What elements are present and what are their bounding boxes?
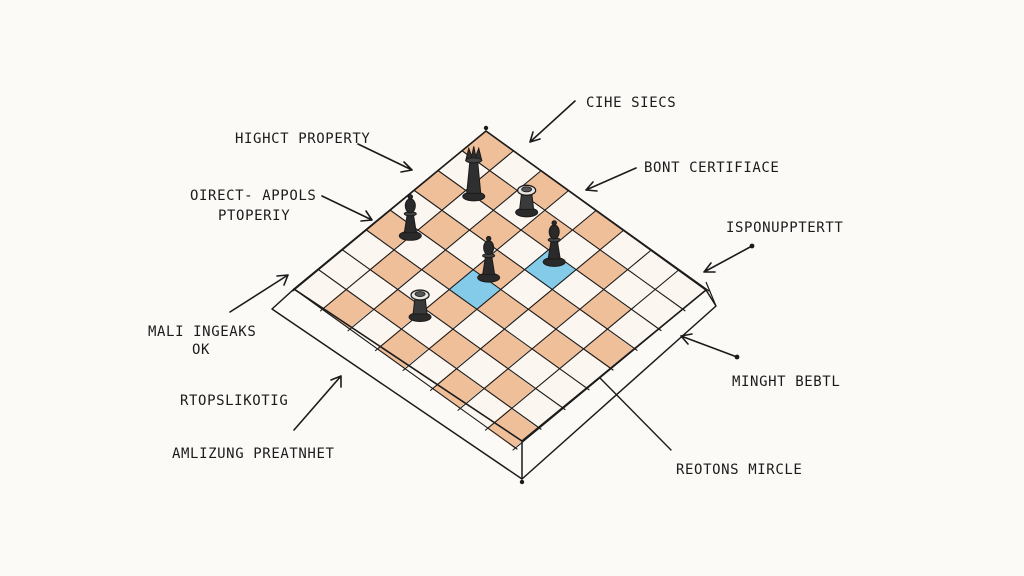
label-top-left: HIGHCT PROPERTY [235, 131, 370, 147]
rook-icon [408, 289, 432, 323]
label-left-upper-line2: PTOPERIY [218, 208, 290, 224]
arrow-left-upper [321, 195, 373, 222]
arrow-top-left [357, 143, 413, 173]
grid-line-row [365, 229, 590, 391]
label-left-middle-line2: OK [192, 342, 210, 358]
board-top-dot [483, 125, 489, 131]
arrow-left-middle [229, 274, 289, 313]
grid-line-col [319, 150, 515, 312]
label-right-lower: MINGHT BEBTL [732, 374, 840, 390]
grid-line-row [389, 209, 614, 371]
board-base [271, 125, 717, 485]
arrow-top-right [529, 100, 576, 143]
bishop-icon [542, 220, 566, 267]
grid-line-col [347, 170, 542, 332]
bishop-icon [477, 235, 501, 283]
arrow-right-middle [703, 245, 753, 273]
label-right-upper: BONT CERTIFIACE [644, 160, 779, 176]
label-right-middle: ISPONUPPTERTT [726, 220, 843, 236]
grid-line-col [374, 190, 570, 352]
leader-bottom-right [599, 377, 672, 451]
arrow-dot-right-middle [749, 243, 755, 249]
bishop-icon [398, 194, 422, 241]
label-bottom-right: REOTONS MIRCLE [676, 462, 802, 478]
label-bottom-left: AMLIZUNG PREATNHET [172, 446, 335, 462]
grid-line-col [457, 249, 652, 411]
label-left-middle-line1: MALI INGEAKS [148, 324, 256, 340]
arrow-dot-right-lower [734, 354, 740, 360]
label-top-right: CIHE SIECS [586, 95, 676, 111]
grid-line-row [341, 248, 566, 411]
grid-line-col [484, 269, 680, 431]
arrow-left-lower [293, 375, 342, 431]
grid-line-row [461, 150, 686, 312]
grid-line-row [293, 288, 518, 450]
grid-line-row [413, 189, 638, 351]
board-pieces [398, 146, 566, 323]
label-left-upper-line1: OIRECT- APPOLS [190, 188, 316, 204]
board-base-dot [519, 479, 525, 485]
rook-icon [515, 184, 539, 218]
arrow-right-upper [585, 167, 637, 192]
queen-icon [462, 146, 486, 202]
label-left-lower: RTOPSLIKOTIG [180, 393, 288, 409]
board-slab-tick [705, 281, 717, 307]
grid-line-row [317, 268, 542, 430]
annotation-labels: CIHE SIECS HIGHCT PROPERTY BONT CERTIFIA… [148, 95, 843, 478]
grid-line-col [402, 209, 597, 372]
grid-line-col [429, 229, 625, 391]
arrow-right-lower [680, 333, 738, 358]
annotation-arrows [229, 100, 755, 451]
